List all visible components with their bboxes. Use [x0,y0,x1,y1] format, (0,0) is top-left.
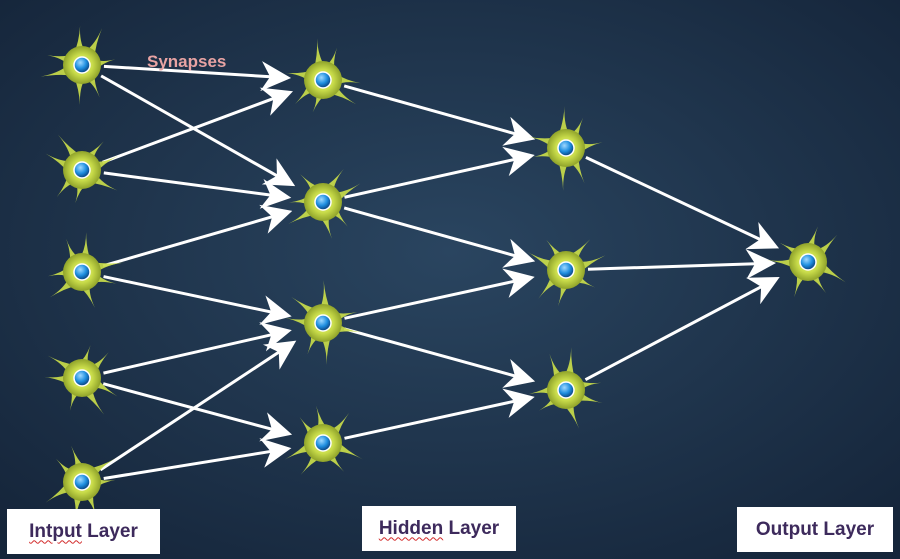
neuron-nucleus [314,314,332,332]
neuron-nucleus [314,434,332,452]
synapse-connections [99,61,780,480]
neuron-h3 [284,405,363,475]
synapse-arrow-h0-g0 [343,84,536,146]
neuron-nucleus [557,261,575,279]
neuron-i0 [40,26,116,105]
synapse-arrow-h3-g2 [344,388,535,440]
neuron-o0 [767,226,846,298]
neuron-h2 [285,280,361,365]
synapses-label: Synapses [147,52,226,71]
neuron-nucleus [73,369,91,387]
neurons [40,26,846,522]
neuron-nucleus [73,56,91,74]
synapse-arrow-i1-h0 [102,87,294,164]
synapse-arrow-g2-o0 [584,276,780,382]
hidden-layer-label: Hidden Layer [362,506,516,551]
output-layer-label: Output Layer [737,507,893,552]
neuron-nucleus [314,71,332,89]
neuron-g0 [528,106,603,191]
neuron-i1 [45,134,119,204]
input-layer-label: Intput Layer [7,509,160,554]
neuron-nucleus [314,193,332,211]
input-layer-label-rest: Layer [81,520,138,542]
synapse-arrow-i2-h2 [103,275,292,325]
neuron-i2 [48,232,124,308]
synapse-arrow-h2-g1 [344,268,535,320]
synapse-arrow-h1-g0 [344,146,535,199]
neuron-i4 [45,445,116,522]
hidden-layer-label-word: Hidden [378,517,444,539]
synapse-arrow-i4-h3 [103,438,292,480]
neuron-nucleus [73,263,91,281]
synapse-arrow-g0-o0 [585,156,780,250]
synapse-arrow-i3-h2 [103,322,292,375]
neuron-nucleus [557,381,575,399]
neuron-nucleus [557,139,575,157]
neuron-nucleus [73,161,91,179]
neuron-h1 [288,168,361,239]
synapse-arrow-h2-g2 [343,327,536,388]
neuron-g2 [529,347,603,429]
synapse-arrow-i4-h2 [99,340,297,472]
hidden-layer-label-rest: Layer [443,517,500,539]
synapse-arrow-g1-o0 [587,249,777,280]
synapse-arrow-h1-g1 [343,206,536,268]
neuron-nucleus [73,473,91,491]
neuron-i3 [44,345,118,415]
synapse-arrow-i2-h1 [102,204,293,268]
synapse-arrow-i1-h1 [103,171,292,209]
neuron-nucleus [799,253,817,271]
neuron-h0 [284,38,361,113]
input-layer-label-word: Intput [29,520,82,542]
synapse-arrow-i0-h1 [100,74,296,187]
neuron-g1 [527,239,606,307]
output-layer-label-text: Output Layer [755,518,875,540]
synapse-arrow-i0-h0 [103,61,292,92]
